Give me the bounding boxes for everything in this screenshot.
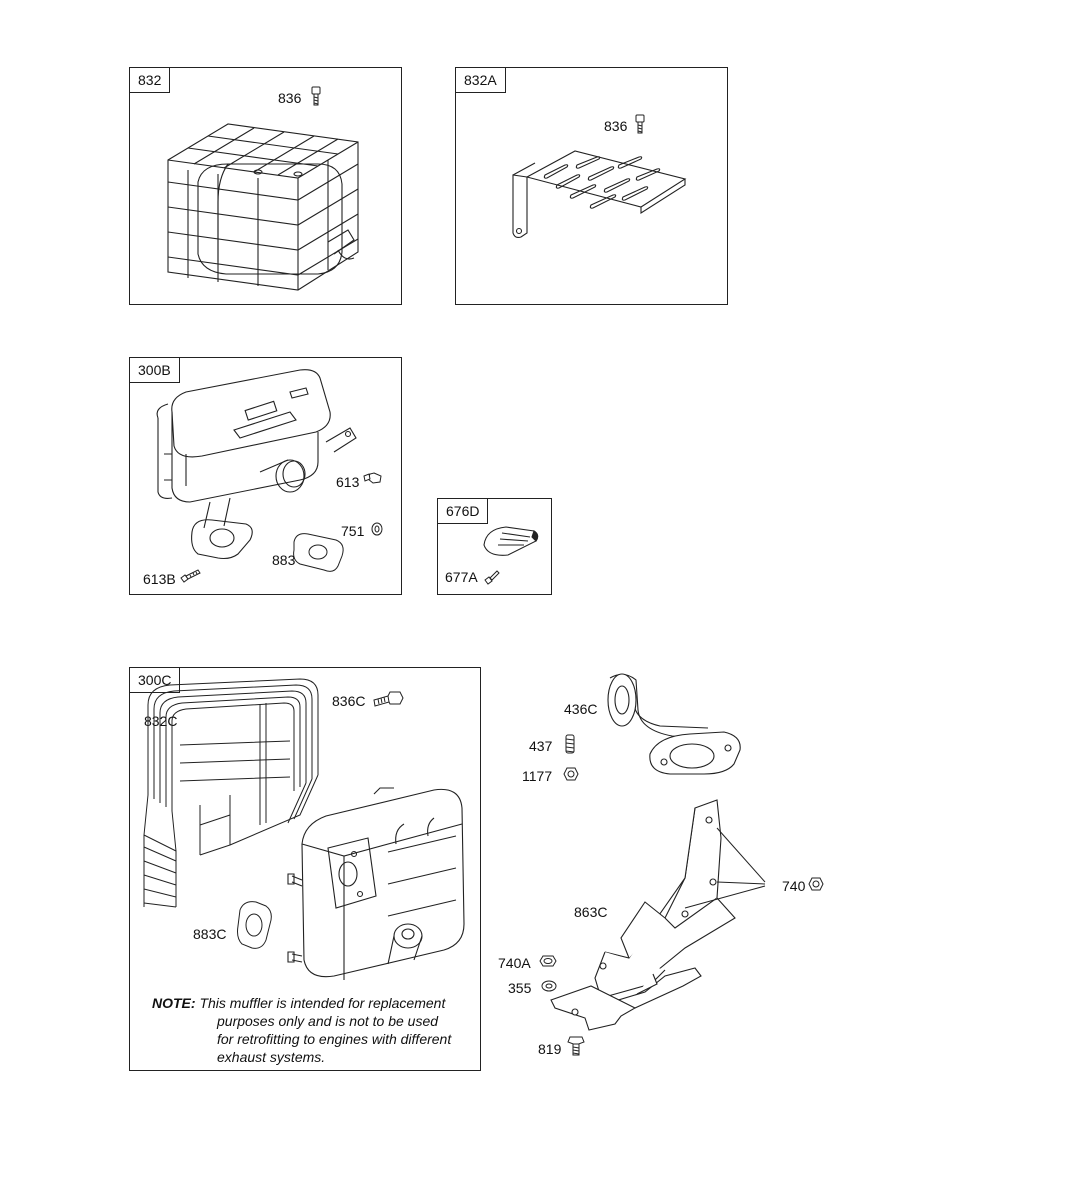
exhaust-elbow-illustration (600, 670, 750, 780)
bolt-icon (309, 86, 323, 106)
muffler-300c-illustration (284, 784, 474, 984)
callout-863c: 863C (574, 904, 608, 920)
callout-740: 740 (782, 878, 806, 894)
gasket-icon (234, 898, 274, 952)
panel-tag: 300C (130, 668, 181, 693)
muffler-guard-cage-illustration (158, 112, 370, 294)
callout-740a: 740A (498, 955, 531, 971)
gasket-icon (290, 530, 348, 574)
callout-677a: 677A (445, 569, 478, 585)
screw-icon (483, 568, 501, 586)
callout-819: 819 (538, 1041, 562, 1057)
note-line-3: for retrofitting to engines with differe… (217, 1031, 452, 1047)
mounting-bracket-illustration (545, 798, 775, 1034)
note-line-4: exhaust systems. (217, 1049, 326, 1065)
note-line-2: purposes only and is not to be used (217, 1013, 439, 1029)
panel-tag: 832A (456, 68, 506, 93)
panel-832: 832 (129, 67, 402, 305)
heat-shield-plate-illustration (505, 145, 695, 245)
callout-836c: 836C (332, 693, 366, 709)
note-key: NOTE: (152, 995, 196, 1011)
nut-icon (563, 766, 579, 782)
spark-arrestor-cap-illustration (478, 523, 542, 559)
panel-300b: 300B (129, 357, 402, 595)
callout-832c: 832C (144, 713, 178, 729)
replacement-note: NOTE: This muffler is intended for repla… (152, 994, 472, 1066)
bolt-icon (633, 114, 647, 134)
nut-icon (808, 876, 824, 892)
panel-300c: 300C (129, 667, 481, 1071)
panel-tag: 300B (130, 358, 180, 383)
callout-883: 883 (272, 552, 296, 568)
panel-tag: 676D (438, 499, 489, 524)
muffler-300b-illustration (150, 368, 365, 568)
callout-613: 613 (336, 474, 360, 490)
washer-icon (370, 521, 384, 537)
callout-1177: 1177 (522, 768, 553, 784)
callout-751: 751 (341, 523, 365, 539)
callout-883c: 883C (193, 926, 227, 942)
callout-355: 355 (508, 980, 532, 996)
screw-icon (362, 470, 384, 488)
callout-437: 437 (529, 738, 553, 754)
bolt-icon (567, 1035, 585, 1057)
callout-613b: 613B (143, 571, 176, 587)
nut-icon (539, 953, 557, 969)
callout-836: 836 (604, 118, 628, 134)
stud-icon (563, 734, 577, 754)
muffler-guard-300c-illustration (140, 675, 330, 910)
callout-436c: 436C (564, 701, 598, 717)
note-line-1: This muffler is intended for replacement (199, 995, 446, 1011)
bolt-icon (370, 688, 404, 712)
bolt-icon (179, 568, 201, 584)
panel-tag: 832 (130, 68, 171, 93)
callout-836: 836 (278, 90, 302, 106)
washer-icon (540, 979, 558, 993)
